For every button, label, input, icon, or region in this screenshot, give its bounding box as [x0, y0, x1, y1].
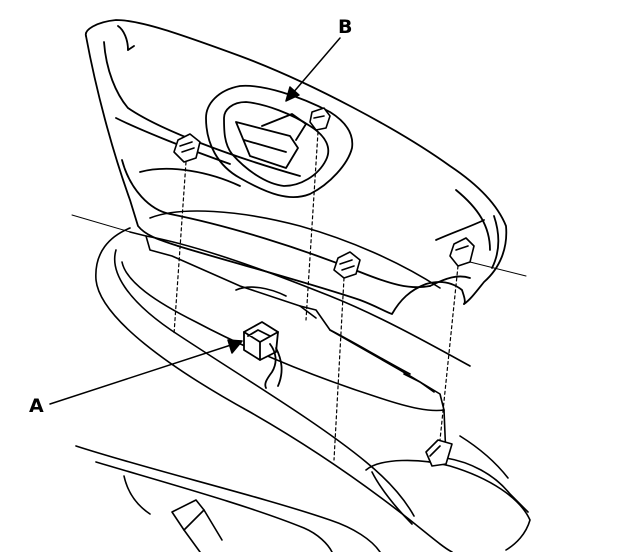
- alignment-guides: [173, 131, 459, 461]
- switch-connector: [243, 321, 283, 389]
- callout-label-a: A: [29, 395, 44, 417]
- switch-recess: [205, 84, 354, 198]
- callout-label-b: B: [338, 16, 353, 38]
- arrowhead-a: [227, 339, 243, 354]
- lower-clip-bracket: [425, 439, 453, 467]
- panel-mounting-clips: [173, 107, 475, 279]
- leader-line-a: [49, 343, 235, 405]
- leader-line-b: [291, 37, 341, 95]
- background-guide-lines: [71, 214, 527, 277]
- window-switch-panel: [84, 19, 508, 315]
- arrowhead-b: [285, 86, 300, 102]
- leader-lines: [49, 37, 341, 405]
